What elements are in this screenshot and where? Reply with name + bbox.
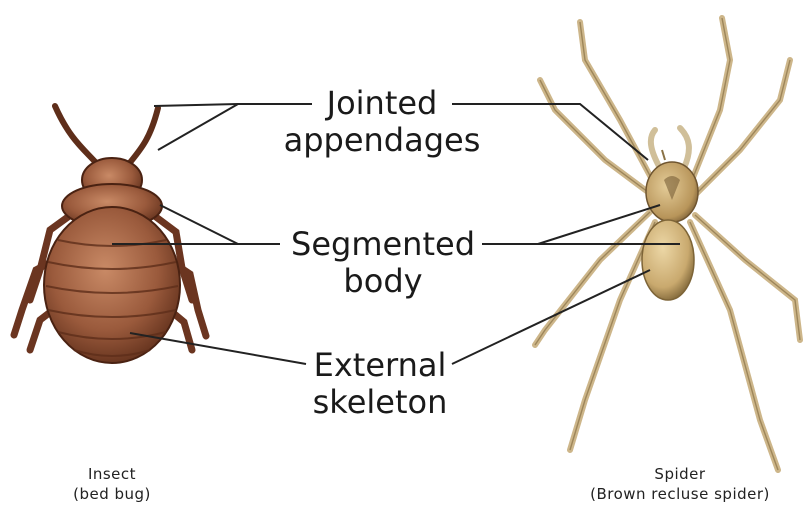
jointed-line1: Jointed — [282, 85, 482, 122]
spider-caption: Spider (Brown recluse spider) — [560, 464, 800, 504]
external-line1: External — [290, 347, 470, 384]
external-skeleton-label: External skeleton — [290, 347, 470, 421]
external-line2: skeleton — [290, 384, 470, 421]
segmented-line1: Segmented — [278, 226, 488, 263]
jointed-line2: appendages — [282, 122, 482, 159]
spider-caption-line2: (Brown recluse spider) — [560, 484, 800, 504]
insect-caption: Insect (bed bug) — [42, 464, 182, 504]
insect-caption-line2: (bed bug) — [42, 484, 182, 504]
jointed-appendages-label: Jointed appendages — [282, 85, 482, 159]
insect-caption-line1: Insect — [42, 464, 182, 484]
segmented-line2: body — [278, 263, 488, 300]
segmented-body-label: Segmented body — [278, 226, 488, 300]
bed-bug-illustration — [14, 106, 206, 363]
spider-caption-line1: Spider — [560, 464, 800, 484]
